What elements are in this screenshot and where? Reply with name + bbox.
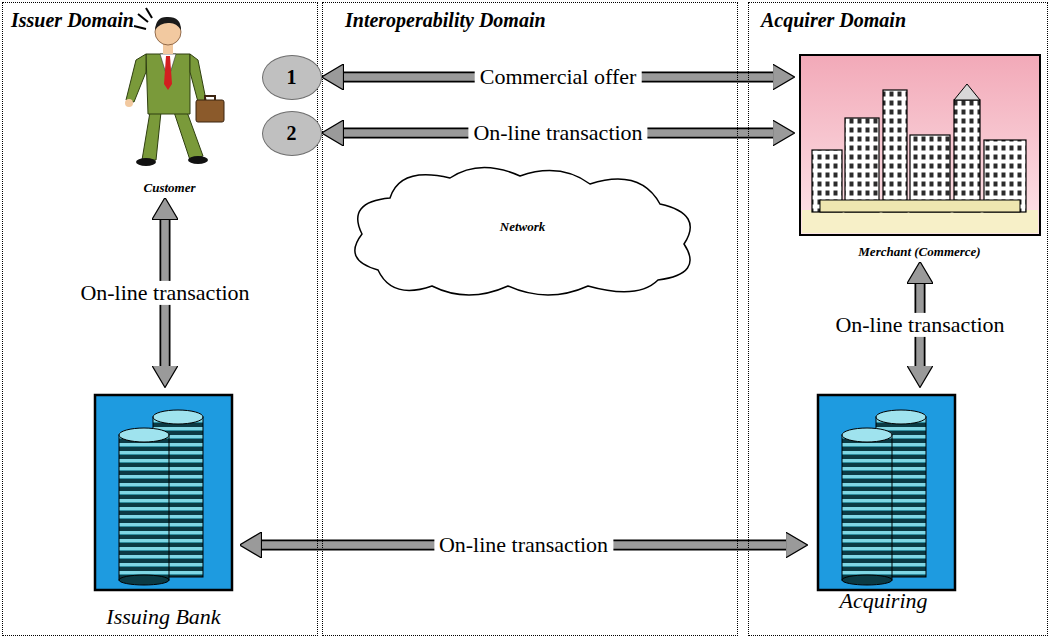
customer-figure-part xyxy=(136,158,156,166)
customer-figure-part xyxy=(146,8,152,18)
merchant-city-part xyxy=(954,100,980,212)
network-cloud: Network xyxy=(338,158,708,298)
region-title: Acquirer Domain xyxy=(761,9,906,32)
merchant-box: Merchant (Commerce) xyxy=(795,50,1045,262)
arrow-shaft xyxy=(336,129,781,137)
callout-number: 2 xyxy=(287,122,297,145)
arrow-shaft xyxy=(916,276,924,374)
merchant-city xyxy=(800,55,1040,235)
customer-figure-part xyxy=(196,100,224,122)
arrow-shaft xyxy=(254,541,794,549)
merchant-city-part xyxy=(800,55,1040,235)
arrow-outline xyxy=(336,128,781,139)
arrow-outline xyxy=(915,276,926,374)
merchant-city-part xyxy=(820,200,1020,212)
domain-region: Acquirer DomainMerchant (Commerce) Acquir… xyxy=(748,2,1048,636)
merchant-city-part xyxy=(802,210,1038,233)
customer-figure-part xyxy=(155,17,181,30)
node-caption: Acquiring xyxy=(840,588,928,613)
block-arrow xyxy=(165,212,166,374)
block-arrow xyxy=(336,77,781,78)
customer-figure-part xyxy=(134,26,146,29)
acquiring-bank-box: Acquiring xyxy=(808,388,960,620)
acquiring-bank-building xyxy=(818,395,955,590)
node-caption: Network xyxy=(500,220,546,235)
block-arrow xyxy=(254,545,794,546)
edge-label: On-line transaction xyxy=(75,280,254,304)
merchant-city-part xyxy=(845,118,879,212)
issuing-bank-box: Issuing Bank xyxy=(88,388,240,632)
cloud-shape xyxy=(354,167,689,295)
node-caption: Merchant (Commerce) xyxy=(858,245,980,260)
arrow-outline xyxy=(336,72,781,83)
merchant-city-part xyxy=(954,84,980,100)
domain-region: Issuer DomainCustomer 1 2Issuing Bank xyxy=(2,2,318,636)
customer-figure-part xyxy=(164,56,172,90)
issuing-bank-building-part xyxy=(95,395,232,590)
region-title: Issuer Domain xyxy=(11,9,134,32)
customer-figure-part xyxy=(126,54,146,102)
arrow-shaft xyxy=(161,212,169,374)
edge-label: On-line transaction xyxy=(434,533,613,557)
arrow-outline xyxy=(160,212,171,374)
customer-figure xyxy=(125,8,224,166)
edge-label: On-line transaction xyxy=(830,312,1009,336)
customer-figure-part xyxy=(188,156,208,164)
callout-number: 1 xyxy=(287,66,297,89)
customer-figure-part xyxy=(190,54,206,102)
callout-circle: 2 xyxy=(262,111,322,156)
customer-figure-part xyxy=(205,96,215,100)
customer-figure-box: Customer xyxy=(100,12,240,198)
customer-figure-part xyxy=(142,112,161,160)
edge-label: On-line transaction xyxy=(468,121,647,145)
node-caption: Customer xyxy=(143,181,195,196)
customer-figure-part xyxy=(138,14,148,22)
callout-circle: 1 xyxy=(262,55,322,100)
node-caption: Issuing Bank xyxy=(106,604,220,629)
domain-region: Interoperability DomainNetwork xyxy=(322,2,738,636)
acquiring-bank-building-part xyxy=(818,395,955,590)
arrow-outline xyxy=(254,540,794,551)
customer-figure-part xyxy=(146,54,190,114)
arrow-shaft xyxy=(336,73,781,81)
edge-label: Commercial offer xyxy=(475,65,642,89)
block-arrow xyxy=(336,133,781,134)
customer-figure-part xyxy=(125,99,133,107)
region-title: Interoperability Domain xyxy=(345,9,546,32)
block-arrow xyxy=(920,276,921,374)
merchant-city-part xyxy=(883,90,907,212)
issuing-bank-building xyxy=(95,395,232,590)
